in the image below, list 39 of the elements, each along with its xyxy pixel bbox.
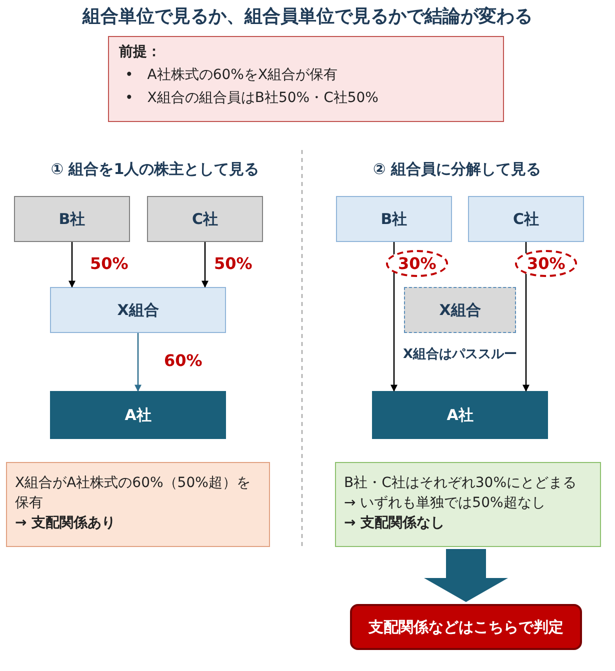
- block-arrow: [424, 549, 508, 602]
- box-label: C社: [192, 210, 218, 228]
- box-label: B社: [380, 210, 408, 228]
- arrow: [68, 242, 76, 288]
- box-label: A社: [124, 406, 152, 424]
- bullet-item: • A社株式の60%をX組合が保有: [125, 66, 339, 84]
- box-label: X組合: [439, 300, 481, 320]
- union-box: [404, 287, 516, 333]
- body-text: → いずれも単独では50%超なし: [344, 494, 546, 513]
- bullet-item: • X組合の組合員はB社50%・C社50%: [125, 89, 380, 107]
- body-text: B社・C社はそれぞれ30%にとどまる: [344, 474, 578, 493]
- box-label: B社: [58, 210, 86, 228]
- company-box: [468, 196, 584, 242]
- circled-percentage: 30%: [386, 250, 448, 277]
- company-box: [372, 391, 548, 439]
- title: 組合単位で見るか、組合員単位で見るかで結論が変わる: [81, 5, 534, 28]
- conclusion-box: [6, 462, 270, 547]
- arrow: [134, 333, 142, 392]
- company-box: [14, 196, 130, 242]
- conclusion-text: → 支配関係なし: [344, 514, 446, 533]
- arrow: [202, 242, 208, 288]
- box-label: X組合: [117, 300, 159, 320]
- company-box: [50, 391, 226, 439]
- premise-box: [108, 36, 504, 122]
- body-text: X組合がA社株式の60%（50%超）を保有: [15, 474, 252, 513]
- circled-percentage: 30%: [515, 250, 578, 277]
- action-button: 支配関係などはこちらで判定: [350, 604, 582, 650]
- section-heading: ② 組合員に分解して見る: [372, 160, 542, 179]
- conclusion-box: [335, 462, 601, 547]
- union-box: [50, 287, 226, 333]
- section-heading: ① 組合を1人の株主として見る: [50, 160, 260, 179]
- box-label: C社: [512, 210, 539, 228]
- box-label: A社: [446, 406, 474, 424]
- note-text: X組合はパススルー: [402, 346, 518, 363]
- conclusion-text: → 支配関係あり: [15, 514, 117, 533]
- premise-heading: 前提：: [119, 43, 162, 61]
- company-box: [336, 196, 452, 242]
- company-box: [147, 196, 263, 242]
- arrow: [390, 242, 398, 392]
